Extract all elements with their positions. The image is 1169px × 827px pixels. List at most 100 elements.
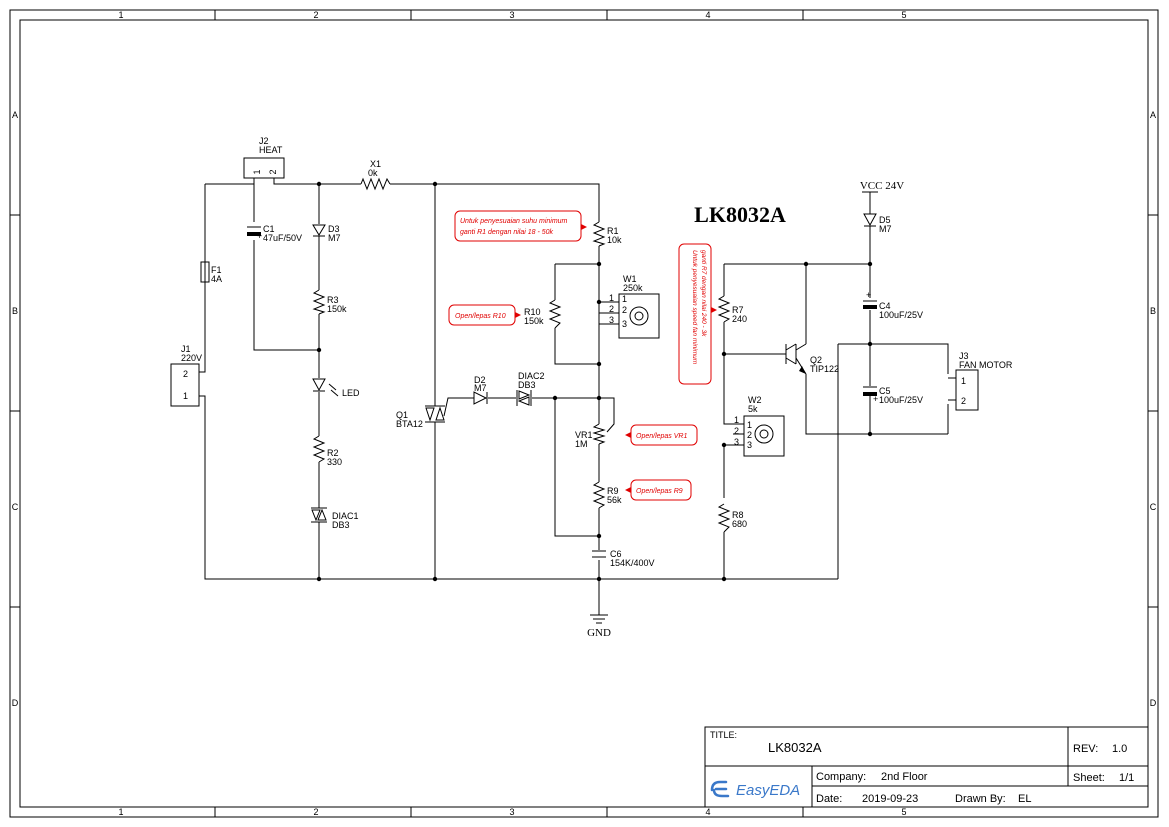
svg-text:R1: R1 — [607, 226, 619, 236]
svg-text:1: 1 — [183, 391, 188, 401]
svg-text:M7: M7 — [474, 383, 487, 393]
schematic-title: LK8032A — [694, 202, 786, 227]
svg-text:R2: R2 — [327, 448, 339, 458]
svg-text:56k: 56k — [607, 495, 622, 505]
svg-text:3: 3 — [734, 437, 739, 447]
svg-text:F1: F1 — [211, 265, 222, 275]
svg-text:M7: M7 — [879, 224, 892, 234]
svg-text:R3: R3 — [327, 295, 339, 305]
frame-col-3-top: 3 — [509, 10, 514, 20]
frame-col-1-bottom: 1 — [118, 807, 123, 817]
svg-text:1: 1 — [747, 420, 752, 430]
svg-text:R9: R9 — [607, 486, 619, 496]
frame-col-4-top: 4 — [705, 10, 710, 20]
svg-text:150k: 150k — [524, 316, 544, 326]
svg-text:10k: 10k — [607, 235, 622, 245]
svg-text:1: 1 — [961, 376, 966, 386]
r2-resistor: R2 330 — [312, 435, 342, 467]
d2-diode: D2 M7 — [473, 375, 488, 405]
svg-text:DIAC2: DIAC2 — [518, 371, 545, 381]
svg-text:D5: D5 — [879, 215, 891, 225]
svg-text:J1: J1 — [181, 344, 191, 354]
note-r1: Untuk penyesuaian suhu minimum ganti R1 … — [454, 210, 587, 242]
frame-col-3-bottom: 3 — [509, 807, 514, 817]
company-value: 2nd Floor — [881, 771, 928, 783]
led-indicator: LED — [312, 378, 360, 398]
frame-row-a-right: A — [1150, 110, 1156, 120]
svg-text:154K/400V: 154K/400V — [610, 558, 655, 568]
drawn-by-label: Drawn By: — [955, 793, 1006, 805]
frame-row-d-left: D — [12, 698, 19, 708]
svg-text:J3: J3 — [959, 351, 969, 361]
d5-diode: D5 M7 — [863, 213, 892, 234]
diac2: DIAC2 DB3 — [516, 371, 545, 406]
svg-text:240: 240 — [732, 314, 747, 324]
junctions — [316, 181, 873, 582]
svg-text:M7: M7 — [328, 233, 341, 243]
sheet-frame: 1 2 3 4 5 1 2 3 4 5 A B C D A B C D — [9, 9, 1159, 818]
wires — [199, 178, 949, 615]
r7-resistor: R7 240 — [717, 295, 747, 324]
svg-text:150k: 150k — [327, 304, 347, 314]
diac1: DIAC1 DB3 — [311, 507, 359, 530]
title-label: TITLE: — [710, 730, 737, 740]
r8-resistor: R8 680 — [717, 503, 747, 533]
svg-text:X1: X1 — [370, 159, 381, 169]
frame-col-4-bottom: 4 — [705, 807, 710, 817]
svg-text:+: + — [257, 231, 262, 241]
frame-row-b-right: B — [1150, 306, 1156, 316]
j3-fan-connector: 1 2 J3 FAN MOTOR — [948, 351, 1013, 411]
c4-capacitor: + C4 100uF/25V — [863, 290, 923, 320]
j1-mains-connector: 2 1 J1 220V — [170, 344, 202, 407]
svg-text:TIP122: TIP122 — [810, 364, 839, 374]
vr1-potentiometer: VR1 1M — [575, 423, 606, 449]
svg-text:R7: R7 — [732, 305, 744, 315]
frame-row-c-right: C — [1150, 502, 1157, 512]
q2-transistor: Q2 TIP122 — [776, 343, 839, 375]
svg-text:C5: C5 — [879, 386, 891, 396]
r9-resistor: R9 56k — [592, 481, 622, 509]
j2-value: HEAT — [259, 145, 283, 155]
svg-text:2: 2 — [268, 169, 278, 174]
svg-text:FAN MOTOR: FAN MOTOR — [959, 360, 1013, 370]
svg-text:D2: D2 — [474, 375, 486, 385]
svg-text:R8: R8 — [732, 510, 744, 520]
svg-text:4A: 4A — [211, 274, 222, 284]
svg-text:47uF/50V: 47uF/50V — [263, 233, 302, 243]
note-vr1: Open/lepas VR1 — [625, 424, 698, 446]
note-r9: Open/lepas R9 — [625, 479, 692, 501]
svg-text:+: + — [866, 290, 871, 300]
d3-diode: D3 M7 — [312, 224, 341, 243]
rev-label: REV: — [1073, 743, 1098, 755]
frame-col-1-top: 1 — [118, 10, 123, 20]
svg-text:Open/lepas R9: Open/lepas R9 — [636, 488, 683, 495]
svg-text:DB3: DB3 — [518, 380, 536, 390]
title-value: LK8032A — [768, 740, 822, 755]
svg-text:100uF/25V: 100uF/25V — [879, 395, 923, 405]
frame-col-2-bottom: 2 — [313, 807, 318, 817]
frame-col-2-top: 2 — [313, 10, 318, 20]
q1-triac: Q1 BTA12 — [396, 405, 445, 429]
svg-text:EasyEDA: EasyEDA — [736, 782, 800, 799]
j2-ref: J2 — [259, 136, 269, 146]
svg-text:2: 2 — [622, 305, 627, 315]
frame-row-c-left: C — [12, 502, 19, 512]
svg-text:2: 2 — [609, 304, 614, 314]
svg-text:C4: C4 — [879, 301, 891, 311]
svg-text:3: 3 — [609, 315, 614, 325]
c5-capacitor: + C5 100uF/25V — [863, 386, 923, 405]
svg-text:5k: 5k — [748, 404, 758, 414]
r1-resistor: R1 10k — [592, 221, 622, 247]
svg-text:0k: 0k — [368, 168, 378, 178]
c6-capacitor: C6 154K/400V — [592, 549, 655, 568]
drawn-by-value: EL — [1018, 793, 1031, 805]
svg-text:680: 680 — [732, 519, 747, 529]
frame-col-5-top: 5 — [901, 10, 906, 20]
svg-text:220V: 220V — [181, 353, 202, 363]
note-r10: Open/lepas R10 — [448, 304, 521, 326]
x1-resistor: X1 0k — [360, 159, 391, 191]
svg-text:Untuk penyesuaian speed fan mi: Untuk penyesuaian speed fan minimum — [691, 250, 698, 365]
sheet-label: Sheet: — [1073, 772, 1105, 784]
svg-text:ganti R7 dengan nilai 240 - 3k: ganti R7 dengan nilai 240 - 3k — [700, 250, 707, 337]
note-r7: Untuk penyesuaian speed fan minimum gant… — [678, 243, 717, 385]
